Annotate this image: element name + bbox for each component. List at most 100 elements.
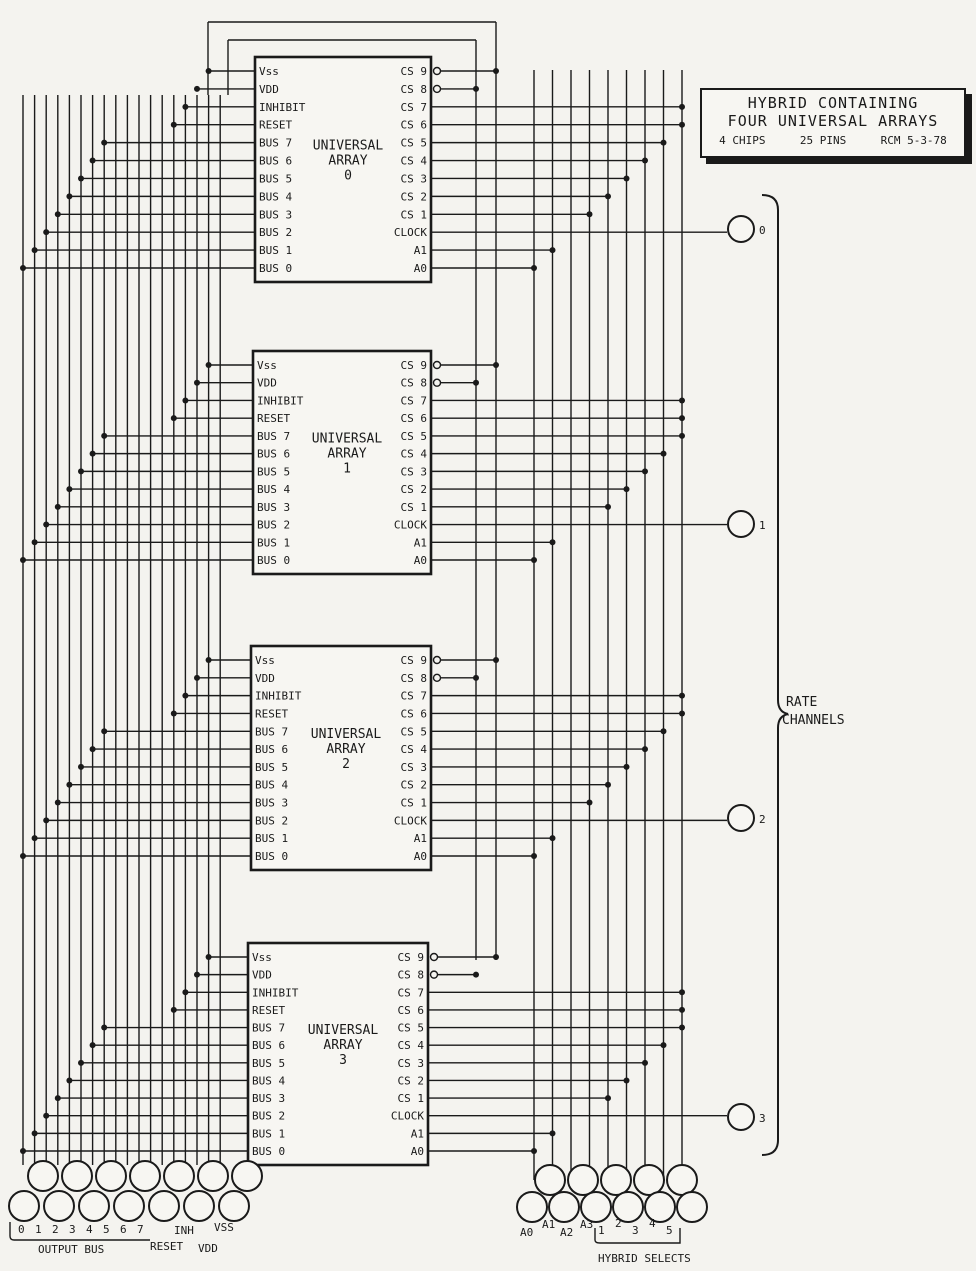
chip-name-2: ARRAY	[326, 742, 365, 757]
junction-dot	[660, 450, 667, 457]
left-pin-label: RESET	[255, 707, 288, 720]
chip-name: UNIVERSAL	[313, 139, 384, 154]
left-pin-label: BUS 1	[252, 1127, 285, 1140]
reset-label: RESET	[150, 1240, 183, 1253]
chip-name-2: ARRAY	[327, 447, 366, 462]
junction-dot	[549, 247, 556, 254]
output-bus-bracket	[9, 1222, 150, 1241]
rate-channel-number: 3	[759, 1112, 766, 1125]
junction-dot	[43, 229, 50, 236]
chip-name-2: ARRAY	[328, 154, 367, 169]
right-pin-label: CS 1	[401, 208, 428, 221]
right-pin-label: CLOCK	[394, 814, 427, 827]
right-pin-label: CS 9	[398, 951, 425, 964]
left-pin-label: INHIBIT	[257, 394, 304, 407]
address-label: A0	[520, 1226, 533, 1239]
right-pin-label: CLOCK	[391, 1110, 424, 1123]
junction-dot	[78, 1059, 84, 1066]
junction-dot	[170, 710, 177, 717]
junction-dot	[623, 1077, 630, 1084]
junction-dot	[54, 503, 61, 510]
junction-dot	[182, 989, 189, 996]
junction-dot	[642, 468, 648, 475]
left-pin-label: BUS 5	[255, 761, 288, 774]
left-pin-label: BUS 0	[252, 1145, 285, 1158]
junction-dot	[586, 211, 593, 218]
hybrid-pad	[644, 1191, 676, 1223]
junction-dot	[473, 85, 479, 92]
address-label: A2	[560, 1226, 573, 1239]
address-label: A3	[580, 1218, 593, 1231]
left-pin-label: BUS 5	[252, 1057, 285, 1070]
junction-dot	[586, 799, 593, 806]
right-pin-label: CS 4	[401, 448, 428, 461]
rate-label: RATE	[786, 695, 818, 710]
junction-dot	[660, 1042, 667, 1049]
hybrid-selects-label: HYBRID SELECTS	[598, 1252, 691, 1265]
chip-index: 2	[342, 757, 350, 772]
chip-name-2: ARRAY	[323, 1038, 362, 1053]
right-pin-label: CLOCK	[394, 226, 427, 239]
rate-channel-pin-0	[727, 215, 755, 243]
left-pin-label: BUS 3	[259, 208, 292, 221]
left-pin-label: BUS 4	[252, 1074, 285, 1087]
junction-dot	[101, 432, 108, 439]
junction-dot	[194, 85, 200, 92]
right-pin-label: CS 4	[401, 743, 428, 756]
junction-dot	[54, 211, 61, 218]
output-bus-digit: 2	[52, 1223, 59, 1236]
right-pin-label: CS 4	[401, 155, 428, 168]
wiring	[20, 21, 727, 1180]
junction-dot	[642, 157, 648, 164]
left-pin-label: BUS 2	[257, 519, 290, 532]
left-pin-label: BUS 0	[257, 554, 290, 567]
left-pin-label: Vss	[255, 654, 275, 667]
junction-dot	[101, 1024, 108, 1031]
junction-dot	[78, 763, 84, 770]
hybrid-pad	[163, 1160, 195, 1192]
junction-dot	[623, 763, 630, 770]
junction-dot	[182, 692, 189, 699]
right-pin-label: CS 1	[401, 797, 428, 810]
junction-dot	[31, 539, 38, 546]
junction-dot	[78, 175, 84, 182]
right-pin-label: CS 6	[401, 412, 428, 425]
junction-dot	[679, 1024, 685, 1031]
right-pin-label: CS 7	[401, 690, 428, 703]
junction-dot	[194, 971, 200, 978]
junction-dot	[660, 728, 667, 735]
junction-dot	[170, 1006, 177, 1013]
right-pin-label: A1	[414, 832, 427, 845]
junction-dot	[66, 1077, 73, 1084]
hybrid-pad	[600, 1164, 632, 1196]
left-pin-label: BUS 5	[257, 465, 290, 478]
chip-index: 0	[344, 169, 352, 184]
left-pin-label: RESET	[259, 119, 292, 132]
chip-name: UNIVERSAL	[312, 432, 383, 447]
output-bus-digit: 7	[137, 1223, 144, 1236]
junction-dot	[31, 247, 38, 254]
left-pin-label: BUS 4	[259, 190, 292, 203]
left-pin-label: BUS 0	[255, 850, 288, 863]
junction-dot	[54, 1095, 61, 1102]
junction-dot	[679, 103, 685, 110]
left-pin-label: BUS 2	[252, 1110, 285, 1123]
junction-dot	[182, 397, 189, 404]
chip-body	[253, 55, 433, 284]
junction-dot	[20, 265, 26, 271]
output-bus-digit: 3	[69, 1223, 76, 1236]
vss-label: VSS	[214, 1221, 234, 1234]
hybrid-pad	[516, 1191, 548, 1223]
left-pin-label: BUS 1	[257, 536, 290, 549]
title-line-2: FOUR UNIVERSAL ARRAYS	[727, 112, 939, 130]
right-pin-label: CS 3	[398, 1057, 425, 1070]
junction-dot	[66, 781, 73, 788]
junction-dot	[20, 1148, 26, 1154]
junction-dot	[679, 710, 685, 717]
hybrid-pad	[548, 1191, 580, 1223]
left-pin-label: BUS 1	[259, 244, 292, 257]
select-number: 2	[615, 1217, 622, 1230]
left-pin-label: BUS 3	[257, 501, 290, 514]
